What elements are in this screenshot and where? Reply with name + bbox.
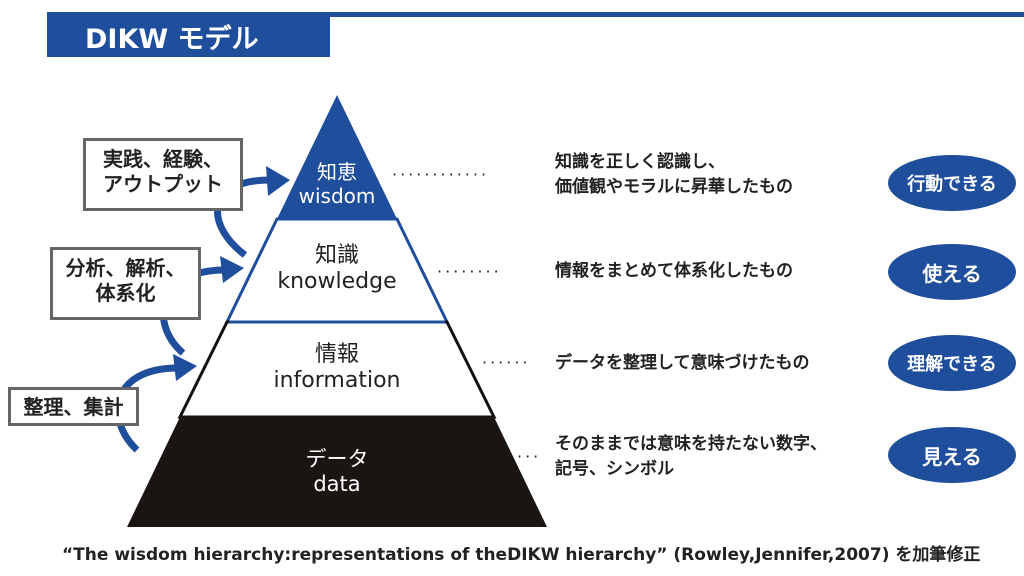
outcome-badge-wisdom: 行動できる	[888, 155, 1016, 211]
description-line: 価値観やモラルに昇華したもの	[555, 176, 793, 197]
process-line: 体系化	[95, 281, 156, 305]
level-en: information	[273, 368, 401, 394]
source-caption: “The wisdom hierarchy:representations of…	[62, 545, 981, 565]
arrowhead-icon	[173, 354, 197, 381]
description-line: 情報をまとめて体系化したもの	[555, 261, 793, 281]
process-box-analysis: 分析、解析、 体系化	[50, 247, 201, 320]
description-line: 記号、シンボル	[555, 458, 674, 479]
outcome-badge-information: 理解できる	[888, 335, 1016, 391]
description-wisdom: 知識を正しく認識し、 価値観やモラルに昇華したもの	[555, 150, 793, 199]
dotted-leader: ···	[517, 447, 542, 466]
description-knowledge: 情報をまとめて体系化したもの	[555, 259, 793, 284]
arrowhead-icon	[220, 256, 244, 283]
dotted-leader: ············	[392, 165, 490, 184]
description-line: 知識を正しく認識し、	[555, 152, 725, 172]
process-line: アウトプット	[103, 172, 223, 196]
level-ja: 情報	[314, 342, 359, 367]
dotted-leader: ······	[482, 353, 531, 372]
header-rule	[47, 12, 1024, 17]
outcome-badge-knowledge: 使える	[888, 244, 1016, 300]
page-title: DIKW モデル	[85, 24, 259, 55]
process-line: 実践、経験、	[103, 147, 223, 171]
level-wisdom-label: 知恵 wisdom	[237, 160, 437, 208]
description-information: データを整理して意味づけたもの	[555, 351, 810, 376]
outcome-badge-data: 見える	[888, 427, 1016, 483]
title-bar	[47, 12, 330, 57]
pyramid-wisdom	[277, 95, 397, 219]
process-box-practice: 実践、経験、 アウトプット	[83, 138, 243, 211]
level-en: data	[313, 472, 361, 497]
arrowhead-icon	[266, 166, 290, 196]
level-knowledge-label: 知識 knowledge	[237, 243, 437, 296]
level-en: wisdom	[298, 184, 376, 208]
description-line: そのままでは意味を持たない数字、	[555, 434, 827, 454]
description-data: そのままでは意味を持たない数字、 記号、シンボル	[555, 432, 827, 481]
process-line: 分析、解析、	[65, 256, 186, 280]
level-ja: 知恵	[317, 160, 357, 184]
dotted-leader: ········	[437, 262, 502, 281]
level-ja: データ	[305, 447, 369, 471]
level-ja: 知識	[314, 243, 359, 268]
description-line: データを整理して意味づけたもの	[555, 353, 810, 373]
process-box-organize: 整理、集計	[8, 387, 139, 426]
level-information-label: 情報 information	[237, 342, 437, 395]
level-en: knowledge	[277, 269, 397, 295]
level-data-label: データ data	[237, 447, 437, 497]
pyramid-data	[127, 417, 547, 527]
process-line: 整理、集計	[23, 395, 124, 419]
